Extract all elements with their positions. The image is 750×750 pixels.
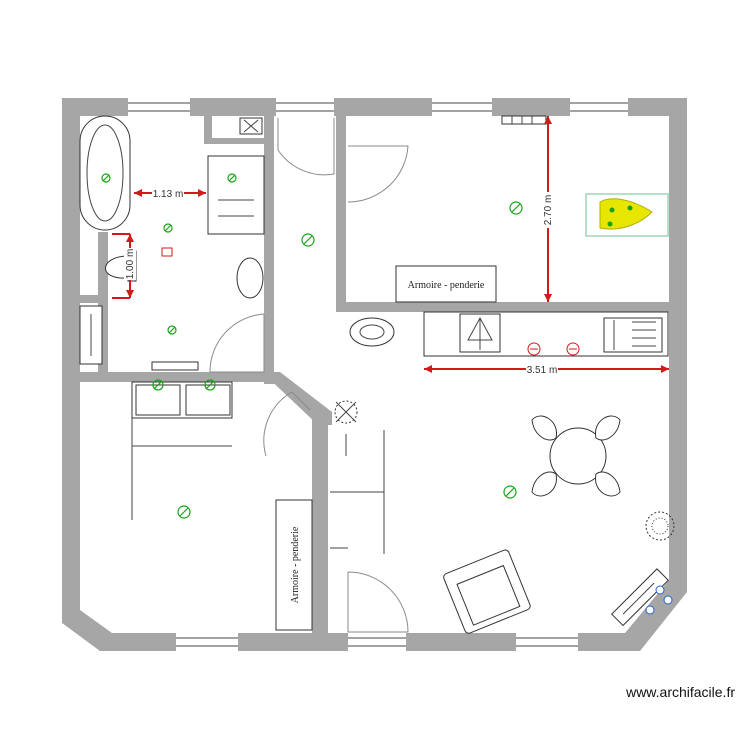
outlets bbox=[161, 247, 580, 356]
door-living bbox=[347, 571, 409, 633]
armchair bbox=[443, 549, 531, 634]
windows bbox=[79, 98, 628, 651]
window-wc bbox=[79, 305, 103, 365]
window-hall bbox=[276, 98, 334, 116]
door-bedroom bbox=[263, 391, 311, 457]
dim-kitchen-length: 3.51 m bbox=[527, 365, 558, 376]
bench bbox=[151, 361, 199, 371]
light-icon bbox=[204, 379, 216, 391]
wall-bedroom-top bbox=[80, 372, 272, 382]
wall-kitchen-left bbox=[336, 116, 346, 312]
light-icon bbox=[167, 325, 177, 335]
closet-box bbox=[239, 117, 263, 135]
light-icon bbox=[101, 173, 111, 183]
wall-outer-left bbox=[62, 98, 80, 618]
plant-icon-living bbox=[645, 511, 675, 541]
wardrobe-bedroom: Armoire - penderie bbox=[275, 499, 313, 631]
wall-closet-bottom bbox=[204, 138, 264, 144]
window-bath bbox=[128, 98, 190, 116]
tv-unit bbox=[611, 568, 669, 627]
wall-wc-bottom bbox=[80, 295, 108, 303]
wall-closet-left bbox=[204, 116, 212, 140]
dining-table bbox=[531, 415, 621, 497]
window-kitchen-right bbox=[570, 98, 628, 116]
wall-outer-right bbox=[669, 98, 687, 585]
sink bbox=[603, 317, 663, 353]
wall-wc-partition bbox=[98, 232, 108, 380]
dim-kitchen-height: 2.70 m bbox=[543, 195, 554, 226]
wall-corridor-diagonal bbox=[262, 372, 332, 425]
walls bbox=[62, 98, 687, 651]
doors bbox=[209, 118, 409, 633]
radiator bbox=[501, 115, 547, 125]
hall-washbasin bbox=[349, 317, 395, 347]
window-bedroom bbox=[176, 633, 238, 651]
shower bbox=[207, 155, 265, 235]
door-bathroom bbox=[209, 313, 265, 373]
wall-chamfer-left bbox=[62, 610, 112, 651]
kitchen-counter bbox=[423, 311, 669, 357]
plant-bed bbox=[585, 193, 669, 237]
bathtub bbox=[79, 115, 131, 231]
plant-icon-hall bbox=[334, 400, 358, 424]
light-icon bbox=[503, 485, 517, 499]
wall-bedroom-right bbox=[312, 412, 328, 634]
wall-bath-right bbox=[264, 116, 274, 384]
wall-kitchen-bottom bbox=[336, 302, 687, 312]
wardrobe-top: Armoire - penderie bbox=[395, 265, 497, 303]
light-icon bbox=[509, 201, 523, 215]
dimensions: 1.13 m 1.00 m 2.70 m 3.51 m bbox=[112, 116, 669, 376]
door-entry bbox=[277, 118, 335, 176]
window-living-left bbox=[348, 633, 406, 651]
light-icon bbox=[163, 223, 173, 233]
wall-outer-top bbox=[62, 98, 687, 116]
light-icon bbox=[301, 233, 315, 247]
hall-shelf bbox=[330, 430, 385, 554]
ceiling-lights bbox=[101, 173, 523, 519]
brand-watermark: www.archifacile.fr bbox=[625, 684, 735, 700]
washbasin bbox=[236, 257, 264, 299]
dim-bath-depth: 1.00 m bbox=[125, 249, 136, 280]
light-icon bbox=[152, 379, 164, 391]
dim-bath-width: 1.13 m bbox=[153, 189, 184, 200]
light-icon bbox=[177, 505, 191, 519]
window-living-right bbox=[516, 633, 578, 651]
wardrobe-top-label: Armoire - penderie bbox=[408, 280, 485, 291]
light-icon bbox=[227, 173, 237, 183]
bed bbox=[131, 381, 233, 520]
wardrobe-bedroom-label: Armoire - penderie bbox=[290, 526, 301, 603]
door-kitchen bbox=[347, 145, 409, 203]
window-kitchen-left bbox=[432, 98, 492, 116]
